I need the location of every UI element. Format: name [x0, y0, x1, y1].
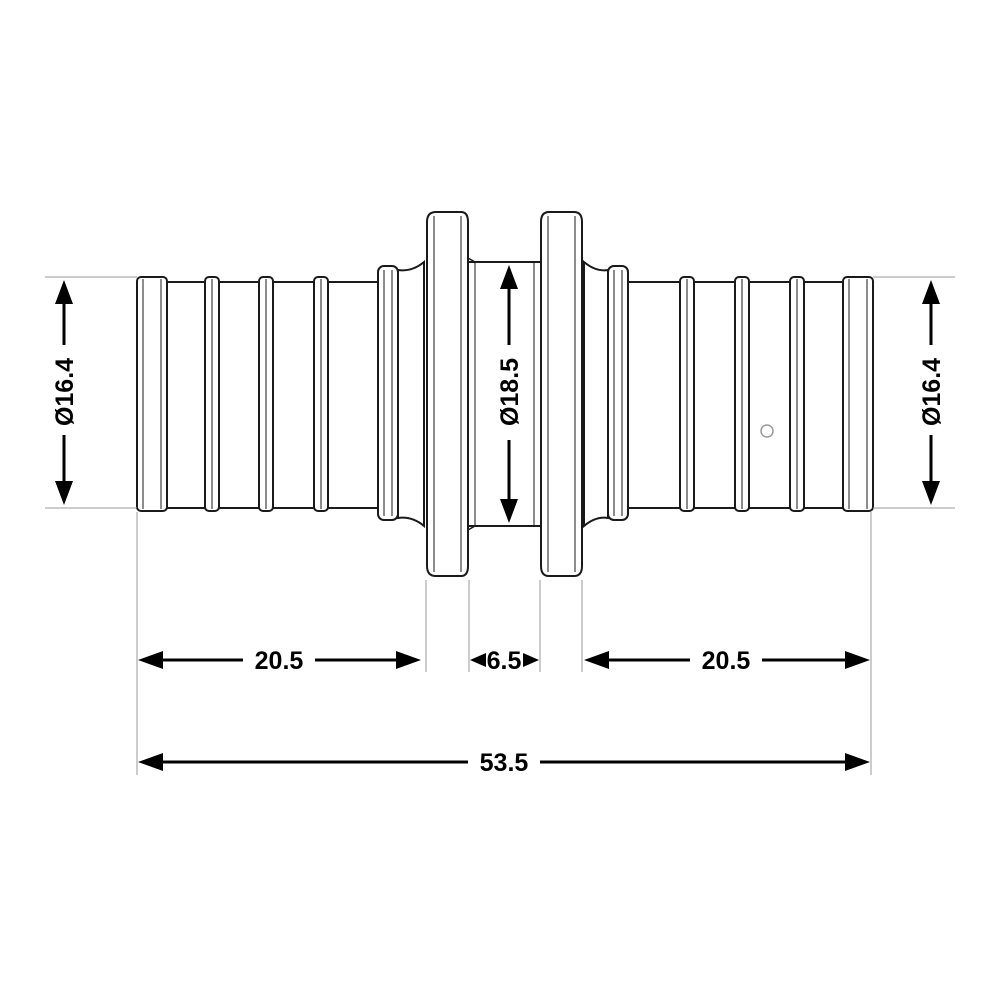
left-barb	[136, 259, 425, 529]
overall-length-dimension: 53.5	[138, 749, 870, 777]
center-gap-dimension: 6.5	[470, 647, 539, 675]
right-diameter-dimension: Ø16.4	[918, 280, 946, 505]
right-diameter-label: Ø16.4	[918, 358, 946, 426]
left-length-dimension: 20.5	[138, 647, 421, 675]
left-collar	[426, 211, 476, 577]
right-barb	[583, 259, 874, 529]
right-length-label: 20.5	[702, 647, 751, 675]
center-diameter-label: Ø18.5	[496, 358, 524, 426]
right-collar	[540, 211, 583, 577]
right-length-dimension: 20.5	[584, 647, 870, 675]
center-hub	[467, 261, 542, 527]
center-diameter-dimension: Ø18.5	[496, 265, 524, 523]
overall-length-label: 53.5	[480, 749, 529, 777]
left-diameter-dimension: Ø16.4	[51, 280, 79, 505]
extension-lines	[45, 276, 955, 775]
left-length-label: 20.5	[255, 647, 304, 675]
coupling-body	[136, 211, 874, 577]
left-diameter-label: Ø16.4	[51, 358, 79, 426]
center-gap-label: 6.5	[487, 647, 522, 675]
